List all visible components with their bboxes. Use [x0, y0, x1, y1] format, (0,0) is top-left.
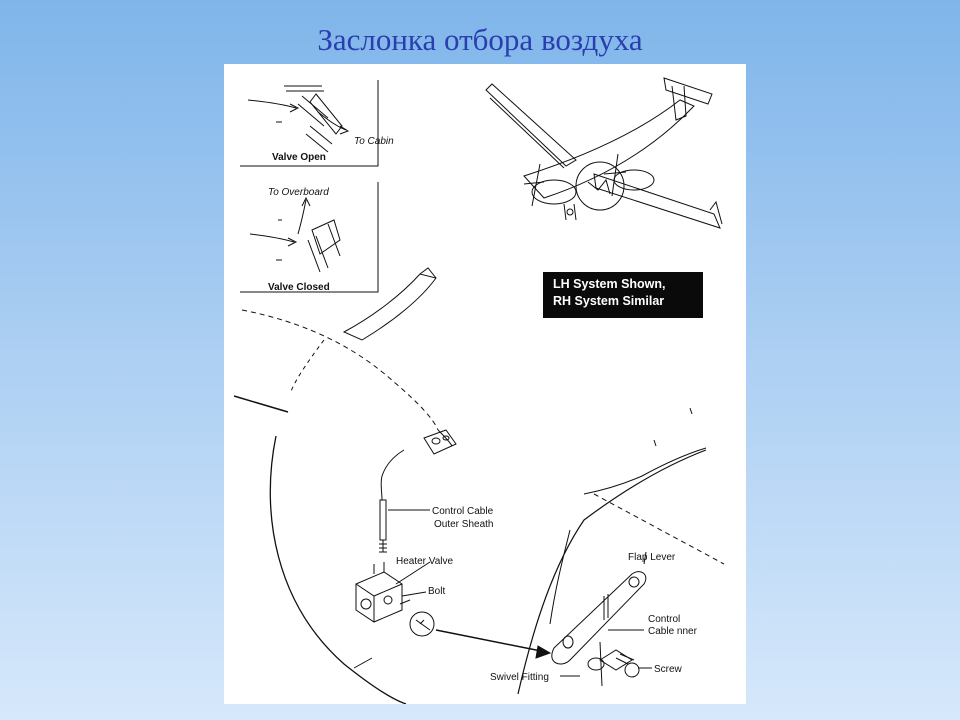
- diagram-drawing: To Cabin Valve Open To Overboard Valve C…: [233, 77, 725, 704]
- outer-sheath: [379, 499, 430, 553]
- leader-flap-lever: [643, 551, 647, 565]
- fuselage: [523, 99, 695, 199]
- airframe-outline: [233, 267, 725, 704]
- detail-circle-small: [409, 611, 435, 637]
- label-swivel-fitting: Swivel Fitting: [490, 672, 549, 683]
- inset-closed-overboard-arrow: [297, 199, 307, 235]
- system-note-box: LH System Shown, RH System Similar: [543, 272, 703, 318]
- screw-head: [624, 662, 640, 678]
- leader-bolt: [401, 591, 427, 597]
- flap-surface-edge: [517, 449, 707, 695]
- system-note-line1: LH System Shown,: [553, 277, 666, 291]
- wing-root-fairing: [342, 273, 437, 341]
- inset-open-flow-arrow: [247, 99, 297, 109]
- swivel-fitting: [599, 649, 633, 671]
- cable-bracket: [423, 429, 457, 455]
- inset-closed-flow-arrow: [249, 233, 295, 243]
- control-cable-inner: [603, 594, 609, 620]
- flap-hinge-dashed: [593, 493, 725, 565]
- slide-title: Заслонка отбора воздуха: [317, 22, 643, 57]
- heater-valve-body: [355, 561, 431, 623]
- right-wing: [593, 173, 721, 229]
- detail-callout-circle: [575, 161, 625, 211]
- inset-open-cabin-arrow: [317, 111, 347, 131]
- label-valve-closed: Valve Closed: [268, 282, 330, 293]
- label-to-overboard: To Overboard: [268, 187, 329, 198]
- label-outer-sheath: Outer Sheath: [434, 519, 493, 530]
- cable-run-dashed: [241, 309, 439, 431]
- label-control: Control: [648, 614, 680, 625]
- inset-valve-closed: [240, 182, 379, 293]
- left-wing: [485, 83, 577, 167]
- flap-lever-assembly: [551, 551, 652, 687]
- aircraft-illustration: [485, 77, 723, 229]
- label-heater-valve: Heater Valve: [396, 556, 454, 567]
- inset-valve-open: [240, 80, 379, 167]
- label-flap-lever: Flap Lever: [628, 552, 676, 563]
- left-nacelle: [531, 179, 577, 205]
- lower-fuselage-curve: [269, 435, 407, 704]
- label-screw: Screw: [654, 664, 683, 675]
- tail-plane: [663, 77, 713, 105]
- label-to-cabin: To Cabin: [354, 136, 394, 147]
- label-cable-inner: Cable nner: [648, 626, 698, 637]
- flap-lever-plate: [551, 571, 647, 665]
- inset-open-frame: [240, 80, 379, 167]
- screw-shank: [615, 653, 635, 665]
- enlargement-arrow-line: [435, 629, 547, 653]
- leader-heater-valve: [395, 561, 431, 585]
- label-control-cable: Control Cable: [432, 506, 494, 517]
- inset-open-duct-top: [284, 85, 324, 92]
- detail-arrow: [409, 611, 552, 659]
- label-bolt: Bolt: [428, 586, 445, 597]
- inset-closed-frame: [240, 182, 379, 293]
- system-note-line2: RH System Similar: [553, 294, 665, 308]
- label-valve-open: Valve Open: [272, 152, 326, 163]
- inset-closed-valve: [311, 219, 341, 255]
- sheath-cable: [380, 449, 405, 501]
- inset-open-valve: [297, 95, 333, 153]
- diagram-panel: To Cabin Valve Open To Overboard Valve C…: [224, 64, 746, 704]
